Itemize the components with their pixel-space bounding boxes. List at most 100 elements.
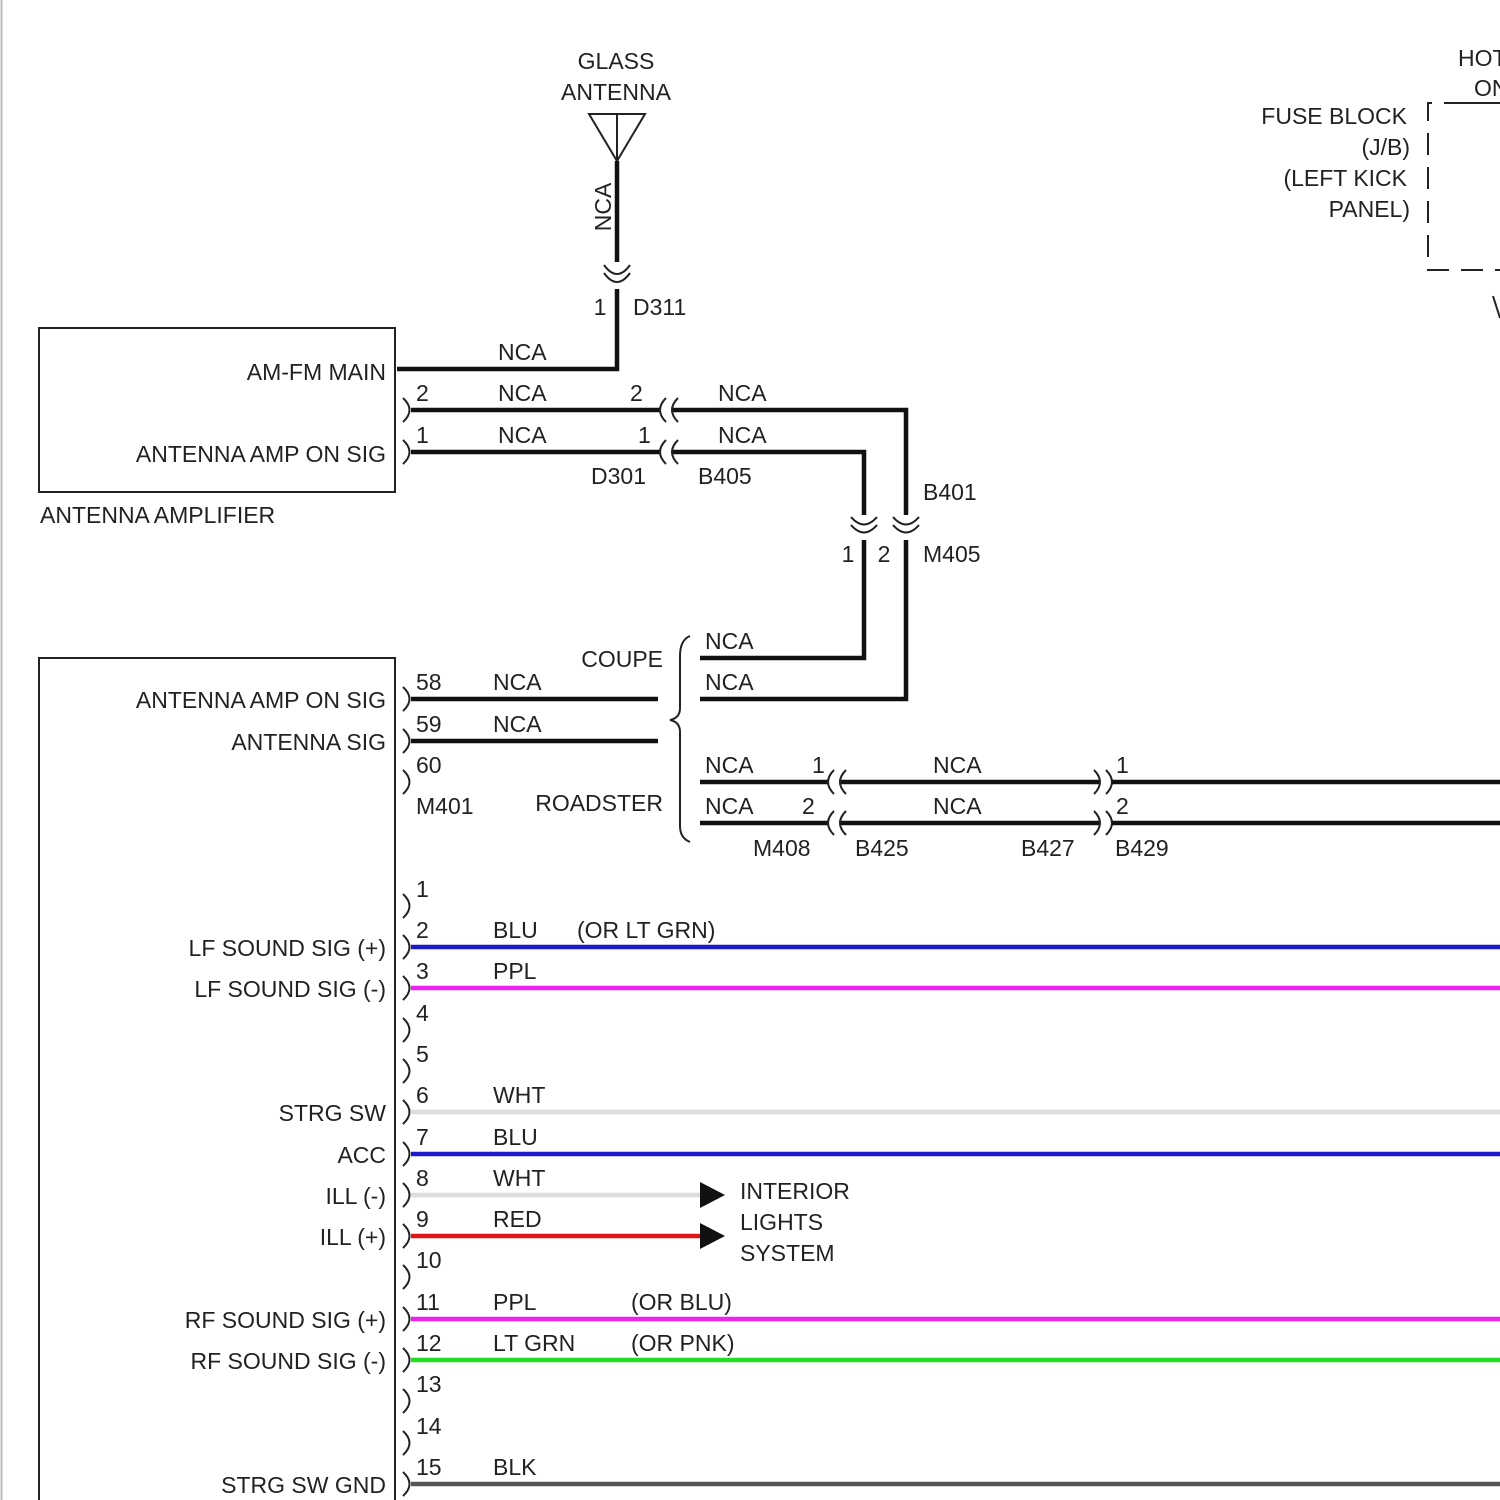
fuse-block-line2: (J/B): [1361, 134, 1410, 160]
radio-pin-15-wire-color-label: BLK: [493, 1454, 537, 1480]
coupe-wire2-label: NCA: [705, 669, 754, 695]
connector-d301-pin2-symbol: [403, 398, 410, 422]
radio-pin-59-circuit-label: ANTENNA SIG: [231, 729, 386, 755]
radio-pin-8-circuit-label: ILL (-): [326, 1183, 387, 1209]
radio-pin-2-connector-symbol: [403, 935, 410, 959]
radio-pin-58-connector-symbol: [403, 687, 410, 711]
radio-pin-8-connector-symbol: [403, 1183, 410, 1207]
radio-pin-11-number: 11: [416, 1289, 440, 1315]
connector-b429-pin2: 2: [1116, 793, 1129, 819]
fuse-block-line3: (LEFT KICK: [1283, 165, 1407, 191]
radio-pin-13-connector-symbol: [403, 1389, 410, 1413]
antenna-title-line1: GLASS: [578, 48, 655, 74]
radio-pin-3-connector-symbol: [403, 976, 410, 1000]
radio-pin-12-wire-color-label: LT GRN: [493, 1330, 575, 1356]
connector-b429-label: B429: [1115, 835, 1169, 861]
radio-pin-9-circuit-label: ILL (+): [320, 1224, 386, 1250]
wire-d301-pin2-left-pin: 2: [416, 380, 429, 406]
radio-pin-2-circuit-label: LF SOUND SIG (+): [189, 935, 386, 961]
roadster-label: ROADSTER: [535, 790, 663, 816]
connector-b429-pin1: 1: [1116, 752, 1129, 778]
wire-d301-pin2-label: NCA: [498, 380, 547, 406]
connector-m405-label: M405: [923, 541, 981, 567]
radio-pin-60-number: 60: [416, 752, 442, 778]
radio-pin-12-number: 12: [416, 1330, 442, 1356]
connector-d301-pin1-symbol: [403, 440, 410, 464]
radio-pin-3-number: 3: [416, 958, 429, 984]
radio-pin-2-alternate-color-label: (OR LT GRN): [577, 917, 715, 943]
radio-pin-2-number: 2: [416, 917, 429, 943]
radio-pin-7-number: 7: [416, 1124, 429, 1150]
connector-m405-pin2: 2: [878, 541, 891, 567]
fuse-block-on-text: ON: [1474, 75, 1500, 101]
variant-brace: [670, 636, 690, 842]
fuse-block-hot-text: HOT: [1458, 45, 1500, 71]
radio-pin-3-wire-color-label: PPL: [493, 958, 537, 984]
connector-b425-label: B425: [855, 835, 909, 861]
roadster-wire1-pin: 1: [812, 752, 825, 778]
roadster-wire2-label: NCA: [705, 793, 754, 819]
roadster-wire1-label: NCA: [705, 752, 754, 778]
radio-pin-58-circuit-label: ANTENNA AMP ON SIG: [136, 687, 386, 713]
wire-d301-pin2-right-pin: 2: [630, 380, 643, 406]
fuse-block-line1: FUSE BLOCK: [1261, 103, 1407, 129]
coupe-wire1-label: NCA: [705, 628, 754, 654]
connector-b401-m405-symbol: [851, 517, 919, 533]
coupe-label: COUPE: [581, 646, 663, 672]
antenna-amplifier-title: ANTENNA AMPLIFIER: [40, 502, 275, 528]
antenna-title-line2: ANTENNA: [561, 79, 672, 105]
variant-branch: COUPE ROADSTER NCA NCA NCA 1 NCA 1 NCA 2…: [535, 628, 1500, 861]
radio-pin-8-number: 8: [416, 1165, 429, 1191]
radio-pin-4-number: 4: [416, 1000, 429, 1026]
amplifier-pin-antenna-amp-on-sig: ANTENNA AMP ON SIG: [136, 441, 386, 467]
radio-pin-12-alternate-color-label: (OR PNK): [631, 1330, 735, 1356]
connector-d301-label: D301: [591, 463, 646, 489]
radio-pin-7-wire-color-label: BLU: [493, 1124, 538, 1150]
radio-pin-6-wire-color-label: WHT: [493, 1082, 545, 1108]
radio-pin-7-circuit-label: ACC: [337, 1142, 386, 1168]
radio-pin-3-circuit-label: LF SOUND SIG (-): [194, 976, 386, 1002]
radio-pin-9-number: 9: [416, 1206, 429, 1232]
radio-pin-15-connector-symbol: [403, 1472, 410, 1496]
radio-pin-5-connector-symbol: [403, 1059, 410, 1083]
connector-d311-symbol: [604, 265, 630, 282]
interior-lights-line2: LIGHTS: [740, 1209, 823, 1235]
wire-b405-pin2-label: NCA: [718, 380, 767, 406]
antenna-lead-wire-label: NCA: [590, 182, 616, 231]
arrow-ill-minus-icon: [700, 1182, 725, 1208]
radio-pin-4-connector-symbol: [403, 1018, 410, 1042]
radio-pin-58-number: 58: [416, 669, 442, 695]
radio-pin-1-connector-symbol: [403, 894, 410, 918]
radio-pin-59-wire-color-label: NCA: [493, 711, 542, 737]
radio-pin-12-circuit-label: RF SOUND SIG (-): [191, 1348, 387, 1374]
connector-m401-label: M401: [416, 793, 474, 819]
fuse-block-line4: PANEL): [1329, 196, 1410, 222]
radio-pin-6-circuit-label: STRG SW: [279, 1100, 387, 1126]
wire-am-fm-main-label: NCA: [498, 339, 547, 365]
connector-m405-pin1: 1: [842, 541, 855, 567]
connector-b427-label: B427: [1021, 835, 1075, 861]
radio-pin-6-connector-symbol: [403, 1100, 410, 1124]
connector-d311-label: D311: [633, 294, 686, 320]
radio-pin-13-number: 13: [416, 1371, 442, 1397]
wire-d301-pin1-left-pin: 1: [416, 422, 429, 448]
radio-pin-10-connector-symbol: [403, 1265, 410, 1289]
fuse-block-edge-mark: [1493, 296, 1500, 318]
connector-b401-label: B401: [923, 479, 977, 505]
wire-d301-pin1-right-pin: 1: [638, 422, 651, 448]
radio-pin-60-connector-symbol: [403, 770, 410, 794]
radio-pin-12-connector-symbol: [403, 1348, 410, 1372]
wire-b405-pin1-label: NCA: [718, 422, 767, 448]
radio-pin-58-wire-color-label: NCA: [493, 669, 542, 695]
roadster-wire2-pin: 2: [802, 793, 815, 819]
connector-m408-label: M408: [753, 835, 811, 861]
radio-pin-7-connector-symbol: [403, 1142, 410, 1166]
radio-pin-15-number: 15: [416, 1454, 442, 1480]
roadster-wire2-middle-label: NCA: [933, 793, 982, 819]
radio-pin-6-number: 6: [416, 1082, 429, 1108]
glass-antenna: GLASS ANTENNA NCA 1 D311: [561, 48, 686, 320]
radio-pin-2-wire-color-label: BLU: [493, 917, 538, 943]
